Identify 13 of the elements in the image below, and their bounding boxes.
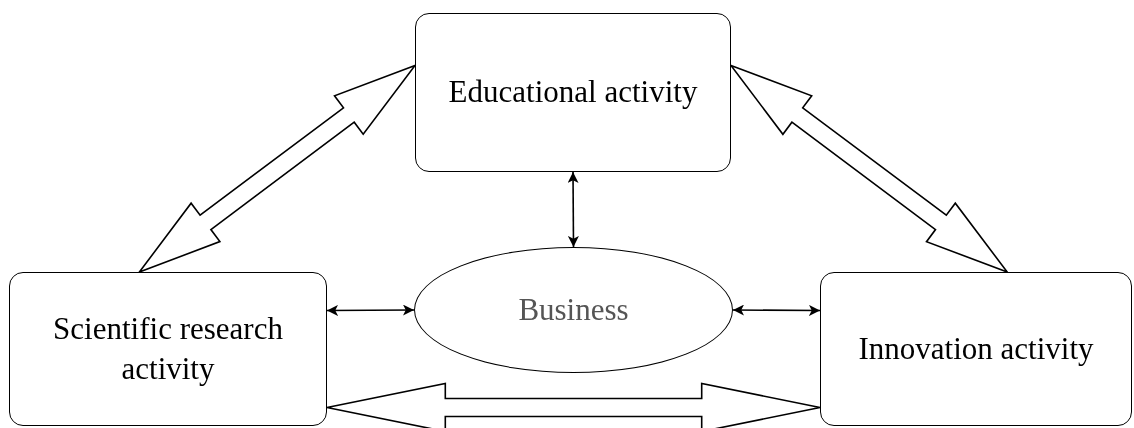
node-label: Scientific research activity [52,309,284,388]
double-block-arrow [728,63,1010,274]
double-block-arrow [326,382,821,428]
node-label: Business [518,290,629,329]
double-block-arrow [137,63,418,274]
double-arrow [732,304,821,316]
double-arrow [326,304,415,316]
double-arrow [567,171,579,248]
rounded-box [820,272,1132,426]
rounded-box [415,13,731,172]
rounded-box [9,272,327,426]
node-label: Educational activity [448,73,698,112]
node-label: Innovation activity [858,329,1094,368]
